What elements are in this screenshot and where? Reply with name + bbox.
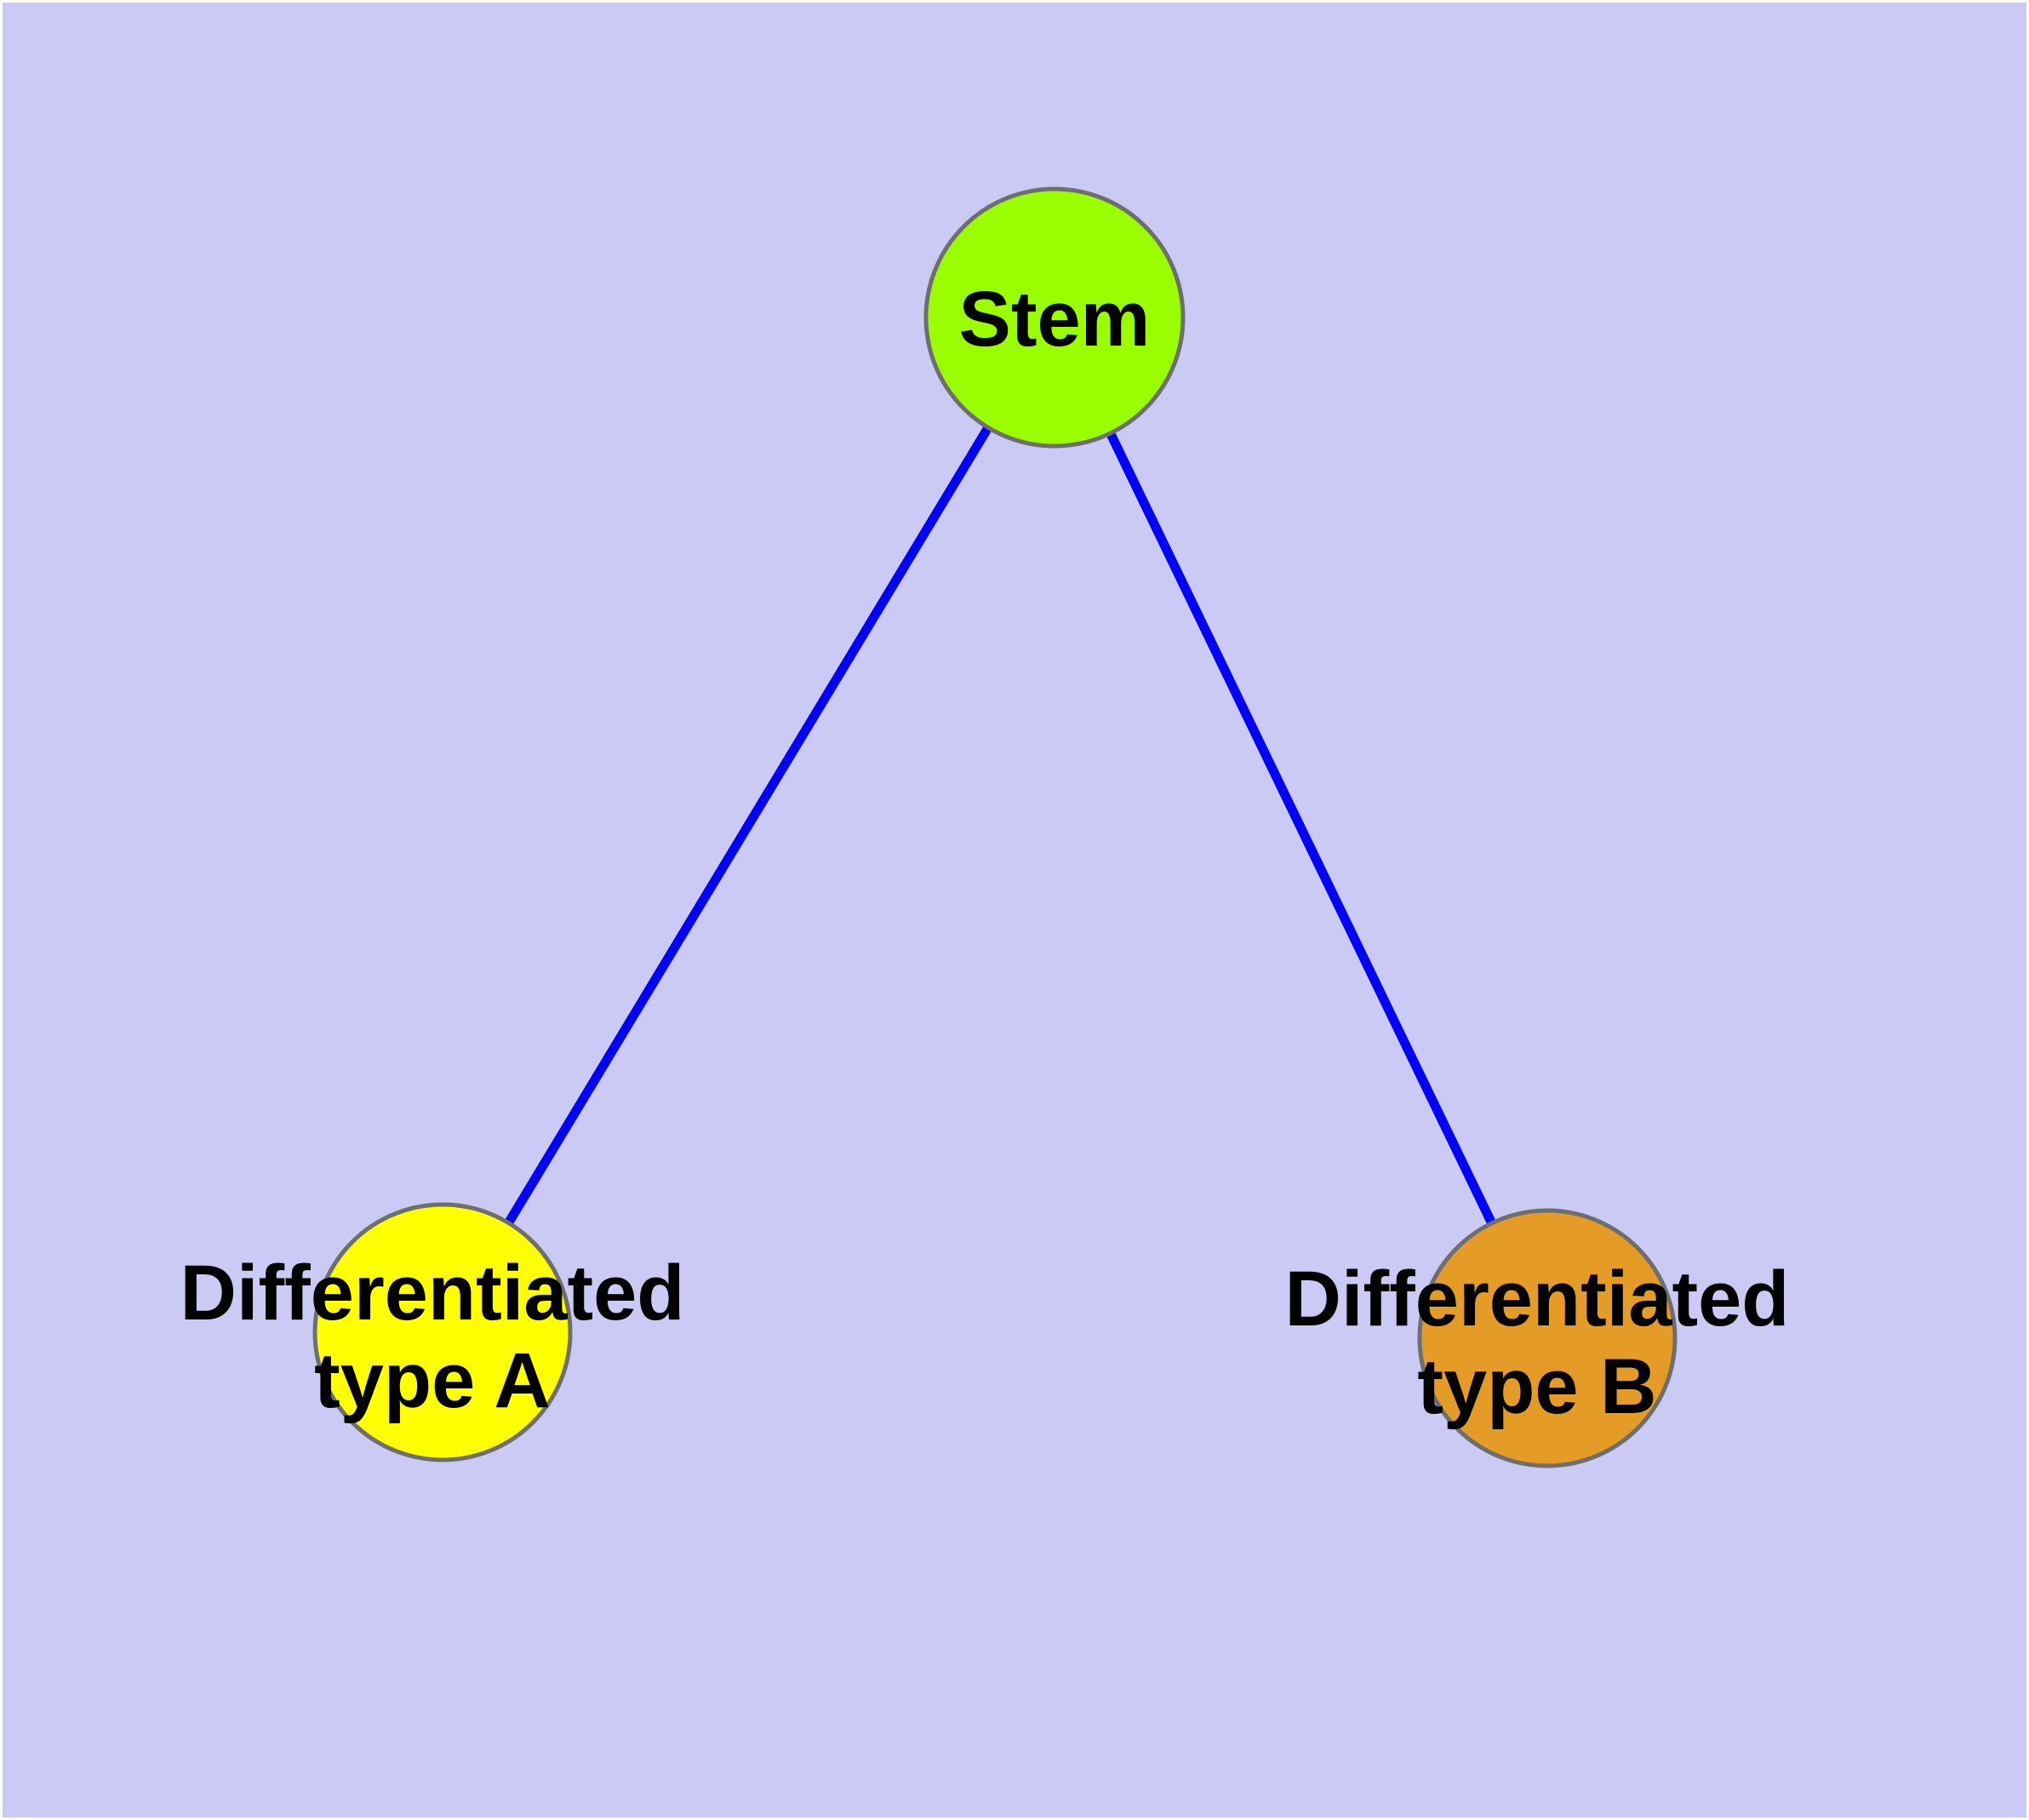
- node-type-b: Differentiated type B: [1285, 1208, 1790, 1468]
- edge-stem-to-type-a: [438, 315, 1059, 1335]
- node-stem: Stem: [923, 186, 1186, 449]
- edge-stem-to-type-b: [1050, 315, 1552, 1341]
- node-type-a: Differentiated type A: [180, 1202, 685, 1462]
- node-type-a-label-line1: Differentiated: [180, 1250, 685, 1336]
- node-type-a-circle: [312, 1202, 573, 1462]
- node-type-b-label-line2: type B: [1417, 1343, 1656, 1430]
- edge-group: [438, 315, 1552, 1341]
- node-stem-circle: [923, 186, 1186, 449]
- node-type-a-label-line2: type A: [314, 1337, 551, 1424]
- node-stem-label: Stem: [959, 276, 1151, 363]
- node-type-b-circle: [1417, 1208, 1677, 1468]
- node-type-b-label-line1: Differentiated: [1285, 1256, 1790, 1342]
